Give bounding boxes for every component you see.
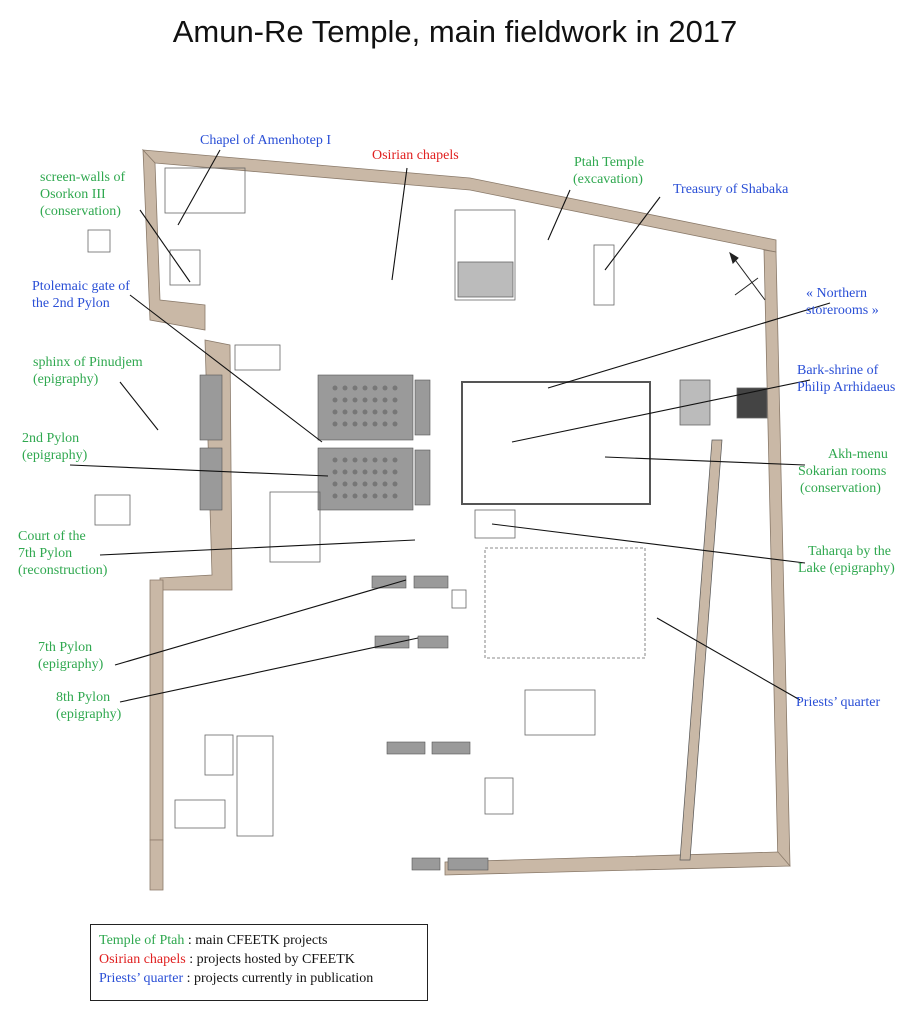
label-pylon8-line2: (epigraphy) [56,707,122,722]
label-pylon2-line1: 2nd Pylon [22,431,79,446]
label-ptolemaic-gate-line1: Ptolemaic gate of [32,279,130,294]
label-pylon7-line1: 7th Pylon [38,640,92,655]
north-arrow-icon [729,251,766,301]
central-temple [199,374,651,871]
legend-desc-ptah: : main CFEETK projects [184,933,328,948]
label-taharqa-line1: Taharqa by the [808,544,891,559]
legend-key-priests: Priests’ quarter [99,971,184,986]
label-pylon2-line2: (epigraphy) [22,448,88,463]
label-akh-menu-line1: Akh-menu [828,447,888,462]
legend: Temple of Ptah : main CFEETK projects Os… [90,924,428,1001]
label-pylon7-line2: (epigraphy) [38,657,104,672]
label-ptolemaic-gate-line2: the 2nd Pylon [32,296,110,311]
minor-structures [87,167,768,837]
label-osirian-chapels: Osirian chapels [372,148,459,163]
label-court7-line1: Court of the [18,529,86,544]
label-screen-walls-line2: Osorkon III [40,187,106,202]
enclosure-wall [142,148,791,891]
map-labels: Chapel of Amenhotep I Osirian chapels Pt… [18,133,895,722]
label-treasury-shabaka: Treasury of Shabaka [673,182,789,197]
label-sphinx-line1: sphinx of Pinudjem [33,355,143,370]
label-court7-line3: (reconstruction) [18,563,108,578]
label-priests-quarter: Priests’ quarter [796,695,880,710]
legend-row-osirian: Osirian chapels : projects hosted by CFE… [99,952,355,968]
label-screen-walls-line1: screen-walls of [40,170,125,185]
label-court7-line2: 7th Pylon [18,546,72,561]
priests-quarter-wall [679,439,723,861]
label-ptah-temple-line1: Ptah Temple [574,155,644,170]
leader-lines [69,149,831,703]
legend-desc-osirian: : projects hosted by CFEETK [185,952,355,967]
legend-row-priests: Priests’ quarter : projects currently in… [99,971,373,987]
label-akh-menu-line2: Sokarian rooms [798,464,886,479]
hypostyle-columns [332,385,398,499]
label-pylon8-line1: 8th Pylon [56,690,110,705]
legend-desc-priests: : projects currently in publication [183,971,374,986]
label-northern-storerooms-line1: « Northern [806,286,867,301]
legend-key-ptah: Temple of Ptah [99,933,185,948]
label-screen-walls-line3: (conservation) [40,204,121,219]
legend-key-osirian: Osirian chapels [99,952,186,967]
label-bark-shrine-line2: Philip Arrhidaeus [797,380,895,395]
label-northern-storerooms-line2: storerooms » [806,303,879,318]
label-chapel-amenhotep: Chapel of Amenhotep I [200,133,331,148]
legend-row-ptah: Temple of Ptah : main CFEETK projects [99,933,327,949]
map-title: Amun-Re Temple, main fieldwork in 2017 [172,14,738,49]
label-ptah-temple-line2: (excavation) [573,172,643,187]
label-bark-shrine-line1: Bark-shrine of [797,363,879,378]
label-taharqa-line2: Lake (epigraphy) [798,561,895,576]
label-sphinx-line2: (epigraphy) [33,372,99,387]
label-akh-menu-line3: (conservation) [800,481,881,496]
